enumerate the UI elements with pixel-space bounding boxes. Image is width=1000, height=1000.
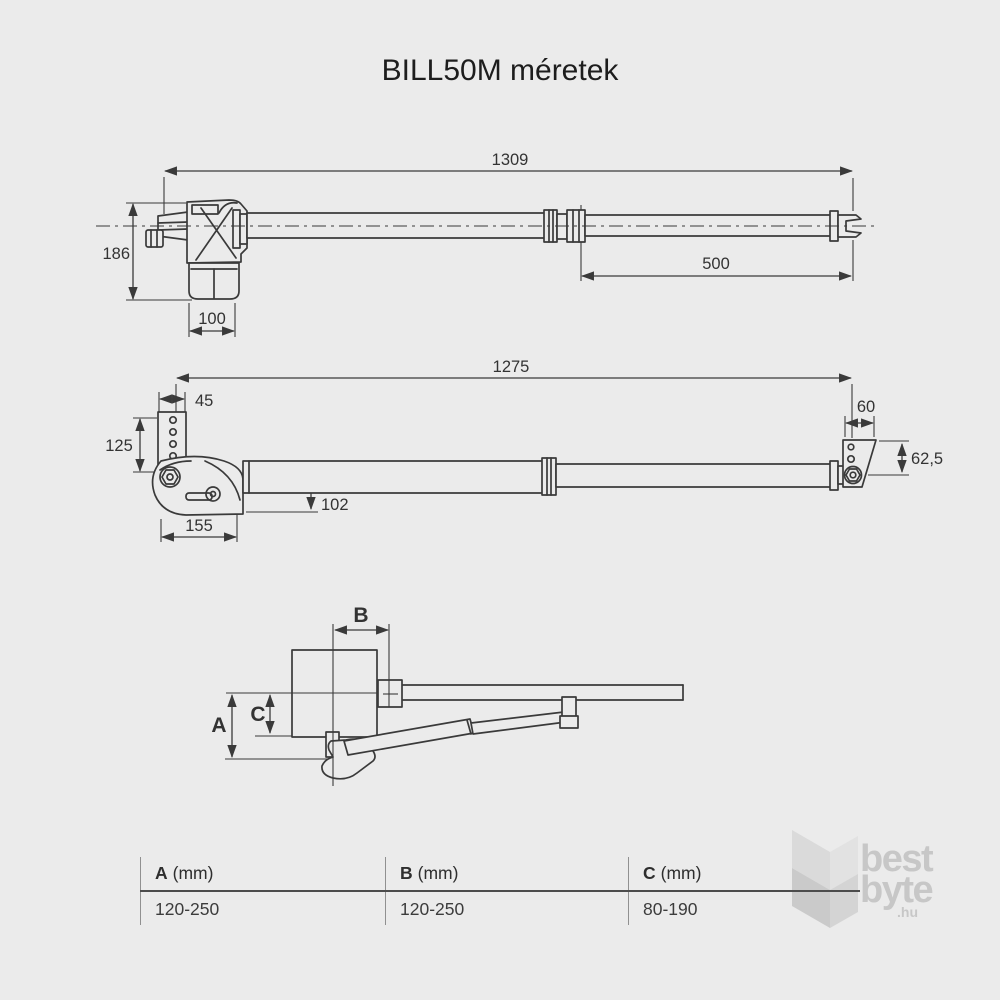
table-header-rule bbox=[140, 890, 860, 892]
dim-rear-bracket-width-label: 45 bbox=[195, 392, 213, 410]
top-view-drawing: 1275 45 125 102 155 60 62,5 bbox=[105, 358, 943, 542]
installed-actuator bbox=[321, 696, 579, 780]
dim-body-width-label: 100 bbox=[198, 310, 226, 328]
table-header-b-unit: (mm) bbox=[417, 863, 459, 883]
table-header-c-label: C bbox=[643, 863, 656, 883]
bestbyte-wordmark: best byte .hu bbox=[860, 838, 934, 920]
dim-b-label: B bbox=[353, 604, 368, 627]
side-view-actuator bbox=[96, 199, 876, 300]
logo-ribbon-bottom-left bbox=[792, 868, 830, 928]
table-value-c: 80-190 bbox=[643, 899, 698, 919]
bestbyte-logo: best byte .hu bbox=[788, 824, 988, 944]
table-header-c-unit: (mm) bbox=[660, 863, 702, 883]
bestbyte-logo-icon bbox=[792, 830, 858, 928]
dim-c-label: C bbox=[250, 703, 265, 726]
table-header-a: A (mm) bbox=[155, 857, 385, 890]
dim-front-bracket-height-label: 62,5 bbox=[911, 450, 943, 468]
page-title: BILL50M méretek bbox=[381, 54, 619, 87]
logo-line1: best bbox=[860, 838, 934, 880]
dim-front-bracket-width-label: 60 bbox=[857, 398, 875, 416]
table-header-c: C (mm) bbox=[643, 857, 860, 890]
table-header-b-label: B bbox=[400, 863, 413, 883]
dim-height-label: 186 bbox=[102, 245, 130, 263]
table-column-c: C (mm) 80-190 bbox=[628, 857, 860, 925]
dim-rod-extension-label: 500 bbox=[702, 255, 730, 273]
dim-body-length-label: 155 bbox=[185, 517, 213, 535]
table-value-a: 120-250 bbox=[155, 899, 220, 919]
arm-rear bbox=[343, 718, 475, 756]
table-header-b: B (mm) bbox=[400, 857, 628, 890]
dimension-table: A (mm) 120-250 B (mm) 120-250 C (mm) 80-… bbox=[140, 857, 860, 925]
arm-rod bbox=[470, 711, 567, 735]
logo-tld: .hu bbox=[897, 904, 918, 920]
dim-total-length-label: 1309 bbox=[492, 151, 529, 169]
logo-ribbon-top-left bbox=[792, 830, 830, 890]
dim-a-label: A bbox=[211, 714, 226, 737]
installation-drawing: A B C bbox=[211, 604, 684, 786]
gate-leaf bbox=[401, 684, 684, 701]
top-view-actuator bbox=[151, 411, 877, 516]
dim-rear-bracket-height-label: 125 bbox=[105, 437, 133, 455]
logo-ribbon-top-right bbox=[830, 836, 858, 890]
table-header-a-unit: (mm) bbox=[172, 863, 214, 883]
dim-total-length-label: 1275 bbox=[493, 358, 530, 376]
logo-ribbon-bottom-right bbox=[830, 874, 858, 928]
extension-rod bbox=[555, 463, 833, 488]
table-value-b: 120-250 bbox=[400, 899, 465, 919]
logo-line2: byte bbox=[860, 869, 934, 911]
outer-tube bbox=[242, 460, 544, 494]
table-header-a-label: A bbox=[155, 863, 168, 883]
side-view-drawing: 1309 186 100 500 bbox=[96, 151, 876, 337]
fork-end bbox=[837, 214, 862, 238]
coupling bbox=[541, 457, 557, 496]
dim-body-height-label: 102 bbox=[321, 496, 349, 514]
rear-bolt bbox=[145, 229, 164, 248]
